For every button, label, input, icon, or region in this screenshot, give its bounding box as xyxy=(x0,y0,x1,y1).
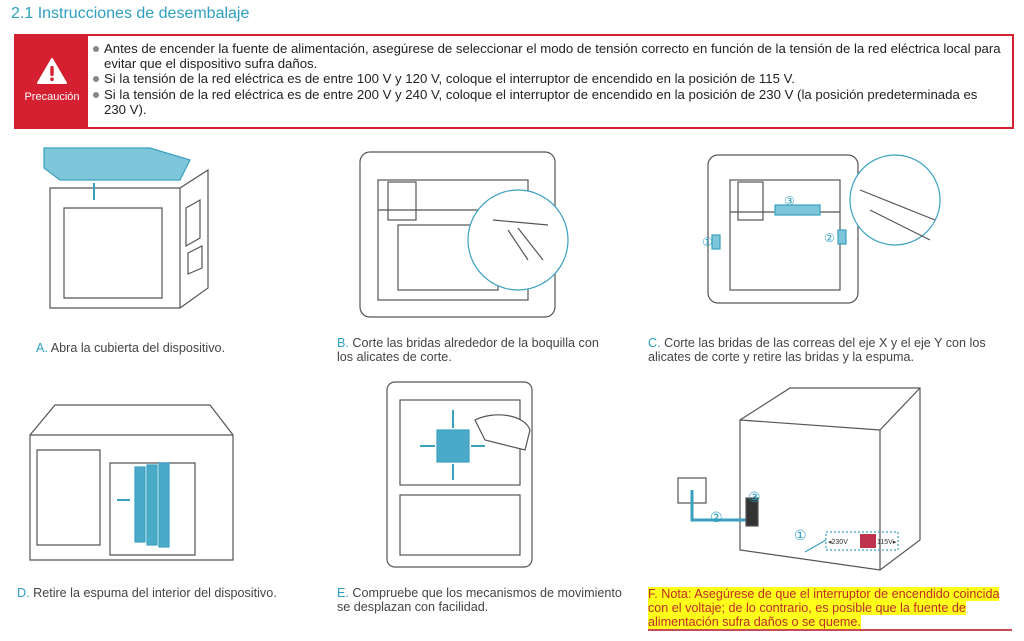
section-title: 2.1 Instrucciones de desembalaje xyxy=(11,5,250,22)
figure-c-belts: ③ ① ② xyxy=(702,154,941,304)
caution-label-block: Precaución xyxy=(16,36,88,127)
caution-item: Antes de encender la fuente de alimentac… xyxy=(92,41,1002,71)
label-230v: ◂230V xyxy=(828,539,848,546)
figure-f-voltage-switch: ◂230V 115V▸ ① ② ③ xyxy=(677,387,921,571)
step-letter: A. xyxy=(36,341,48,355)
callout-3: ③ xyxy=(784,194,795,208)
warning-icon xyxy=(37,58,67,84)
caution-item: Si la tensión de la red eléctrica es de … xyxy=(92,71,1002,86)
step-text: Compruebe que los mecanismos de movimien… xyxy=(337,586,622,614)
callout-1: ① xyxy=(702,235,713,249)
step-letter: B. xyxy=(337,336,349,350)
callout-1: ① xyxy=(794,527,807,543)
caption-e: E. Compruebe que los mecanismos de movim… xyxy=(337,586,637,614)
caution-box: Precaución Antes de encender la fuente d… xyxy=(14,34,1014,129)
step-text: Corte las bridas alrededor de la boquill… xyxy=(337,336,599,364)
caption-a: A. Abra la cubierta del dispositivo. xyxy=(36,341,306,355)
step-letter: D. xyxy=(17,586,30,600)
step-text: Abra la cubierta del dispositivo. xyxy=(50,341,226,355)
caption-b: B. Corte las bridas alrededor de la boqu… xyxy=(337,336,602,364)
caption-f-note: F. Nota: Asegúrese de que el interruptor… xyxy=(648,587,1018,629)
callout-2: ② xyxy=(824,231,835,245)
caption-c: C. Corte las bridas de las correas del e… xyxy=(648,336,1008,364)
figure-d-foam xyxy=(29,404,234,561)
label-115v: 115V▸ xyxy=(877,539,897,546)
step-letter: F. xyxy=(648,587,658,601)
callout-3: ③ xyxy=(748,489,761,505)
step-text: Retire la espuma del interior del dispos… xyxy=(33,586,277,600)
figure-e-motion-check xyxy=(386,381,533,568)
caution-list: Antes de encender la fuente de alimentac… xyxy=(92,41,1002,117)
figure-b-nozzle xyxy=(359,151,569,318)
caption-d: D. Retire la espuma del interior del dis… xyxy=(17,586,307,600)
caution-item: Si la tensión de la red eléctrica es de … xyxy=(92,87,1002,117)
step-letter: C. xyxy=(648,336,661,350)
step-letter: E. xyxy=(337,586,349,600)
divider xyxy=(648,629,1012,631)
step-text: Corte las bridas de las correas del eje … xyxy=(648,336,986,364)
caution-label: Precaución xyxy=(24,91,80,103)
figure-a-open-cover xyxy=(43,147,209,309)
callout-2: ② xyxy=(710,509,723,525)
step-text: Nota: Asegúrese de que el interruptor de… xyxy=(648,587,1000,629)
